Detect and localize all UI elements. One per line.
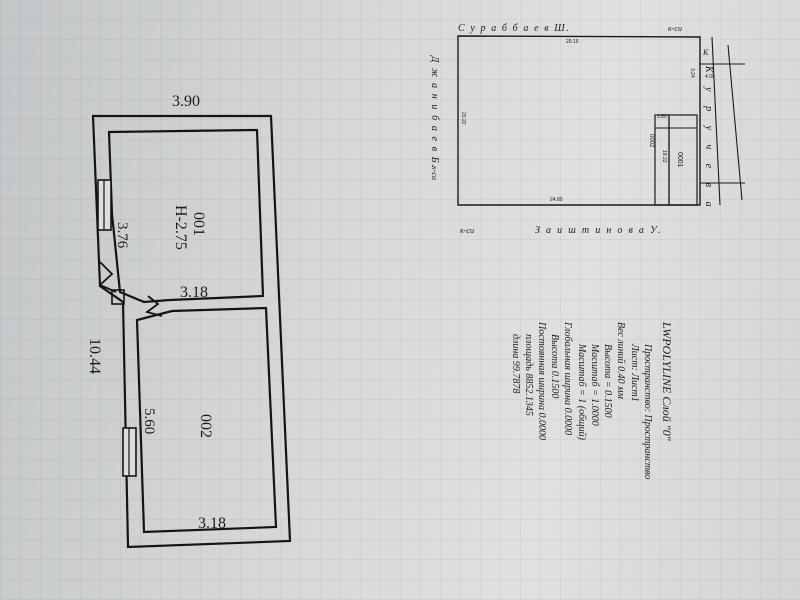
properties-line: Масштаб = 1.0000 xyxy=(589,343,600,426)
properties-block: LWPOLYLINE Слой "0" Пространство: Простр… xyxy=(510,321,674,479)
room-001-number: 001 xyxy=(190,212,207,236)
window-room-001 xyxy=(97,179,112,231)
street-top: С у р а б б а е в Ш. xyxy=(458,23,570,34)
width-top-label: 3.90 xyxy=(172,93,200,110)
dim-right-a: 3.24 xyxy=(689,68,695,78)
street-top-suffix: к-си xyxy=(668,24,682,33)
street-line-right-1 xyxy=(711,36,721,206)
window-room-002 xyxy=(122,427,137,477)
properties-line: Пространство: Пространство xyxy=(642,343,653,479)
interior-door xyxy=(144,295,163,317)
parcel-label-a: 0002 xyxy=(648,134,654,148)
street-bottom: З а и ш т и н о в а У. xyxy=(535,225,662,236)
marker-k: К xyxy=(702,48,709,57)
properties-line: Лист: Лист1 xyxy=(629,343,640,402)
street-right: К у р у ч е в а xyxy=(703,65,714,213)
dim-top: 29.16 xyxy=(566,39,579,45)
room-002-side-dimension: 5.60 xyxy=(141,408,157,434)
room-001-side-dimension: 3.76 xyxy=(114,222,130,249)
site-plot-outline xyxy=(457,35,701,206)
properties-line: Масштаб = 1 (общий) xyxy=(576,343,587,441)
site-plan: С у р а б б а е в Ш. к-си Д ж а н и б а … xyxy=(429,23,745,236)
room-002-bottom-dimension: 3.18 xyxy=(198,515,226,532)
properties-line: Вес линий 0.40 мм xyxy=(615,322,626,400)
annex-footprint xyxy=(668,114,698,206)
entrance-door xyxy=(98,261,125,305)
room-001-outline xyxy=(107,128,265,304)
street-line-right-2 xyxy=(727,44,743,201)
properties-line: Высота 0.1500 xyxy=(549,334,560,398)
room-001-bottom-dimension: 3.18 xyxy=(180,284,208,301)
properties-heading: LWPOLYLINE Слой "0" xyxy=(660,321,674,442)
parcel-label-b: 0001 xyxy=(676,152,683,168)
street-left-suffix: к-си xyxy=(430,166,439,180)
properties-line: длина 99.7878 xyxy=(510,334,521,393)
length-left-label: 10.44 xyxy=(86,338,103,374)
marker-4: 4.00 xyxy=(705,74,715,80)
properties-line: Глобальная ширина 0.0000 xyxy=(562,321,573,435)
dim-right-b: 1.80 xyxy=(657,114,667,120)
room-002-outline xyxy=(135,306,278,534)
properties-line: Постоянная ширина 0.0000 xyxy=(536,321,547,440)
dim-bottom: 24.80 xyxy=(550,197,563,203)
street-bottom-suffix: к-си xyxy=(460,226,474,235)
room-002-number: 002 xyxy=(197,414,214,438)
street-left: Д ж а н и б а е в Б. xyxy=(429,55,440,168)
properties-line: площадь 8852.1345 xyxy=(523,334,534,416)
dim-left: 20.22 xyxy=(460,112,466,125)
floor-plan: 3.90 10.44 001 H-2.75 3.76 3.18 002 5.60… xyxy=(86,93,292,549)
outer-wall xyxy=(91,114,292,549)
dim-inner: 18.22 xyxy=(661,150,667,163)
properties-line: Высота = 0.1500 xyxy=(602,344,613,418)
room-001-height: H-2.75 xyxy=(172,205,189,250)
